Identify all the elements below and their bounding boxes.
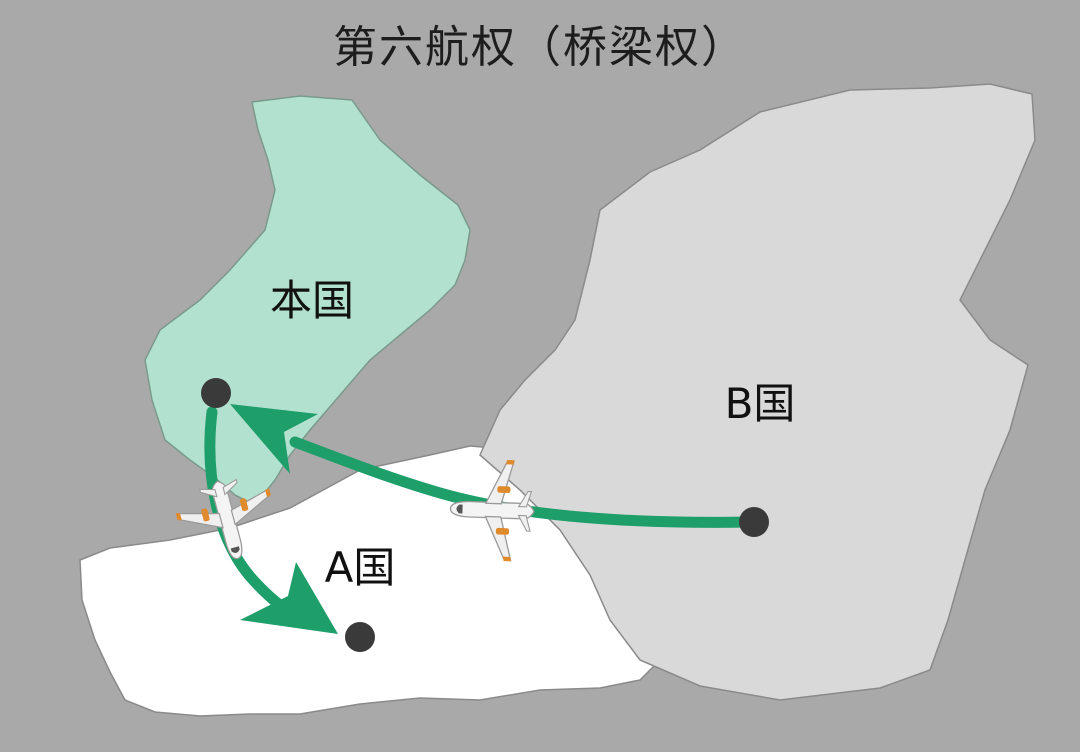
region-country-b <box>479 83 1036 701</box>
page-title: 第六航权（桥梁权） <box>333 22 747 73</box>
route-b-to-home <box>289 436 758 528</box>
arrowhead-to-home <box>230 404 318 474</box>
label-country-a: A国 <box>325 543 396 592</box>
label-home-country: 本国 <box>270 276 354 325</box>
city-dot-a <box>345 622 375 652</box>
label-country-b: B国 <box>725 379 796 428</box>
city-dot-home <box>201 378 231 408</box>
arrowhead-to-a <box>240 562 338 634</box>
city-dot-b <box>739 507 769 537</box>
